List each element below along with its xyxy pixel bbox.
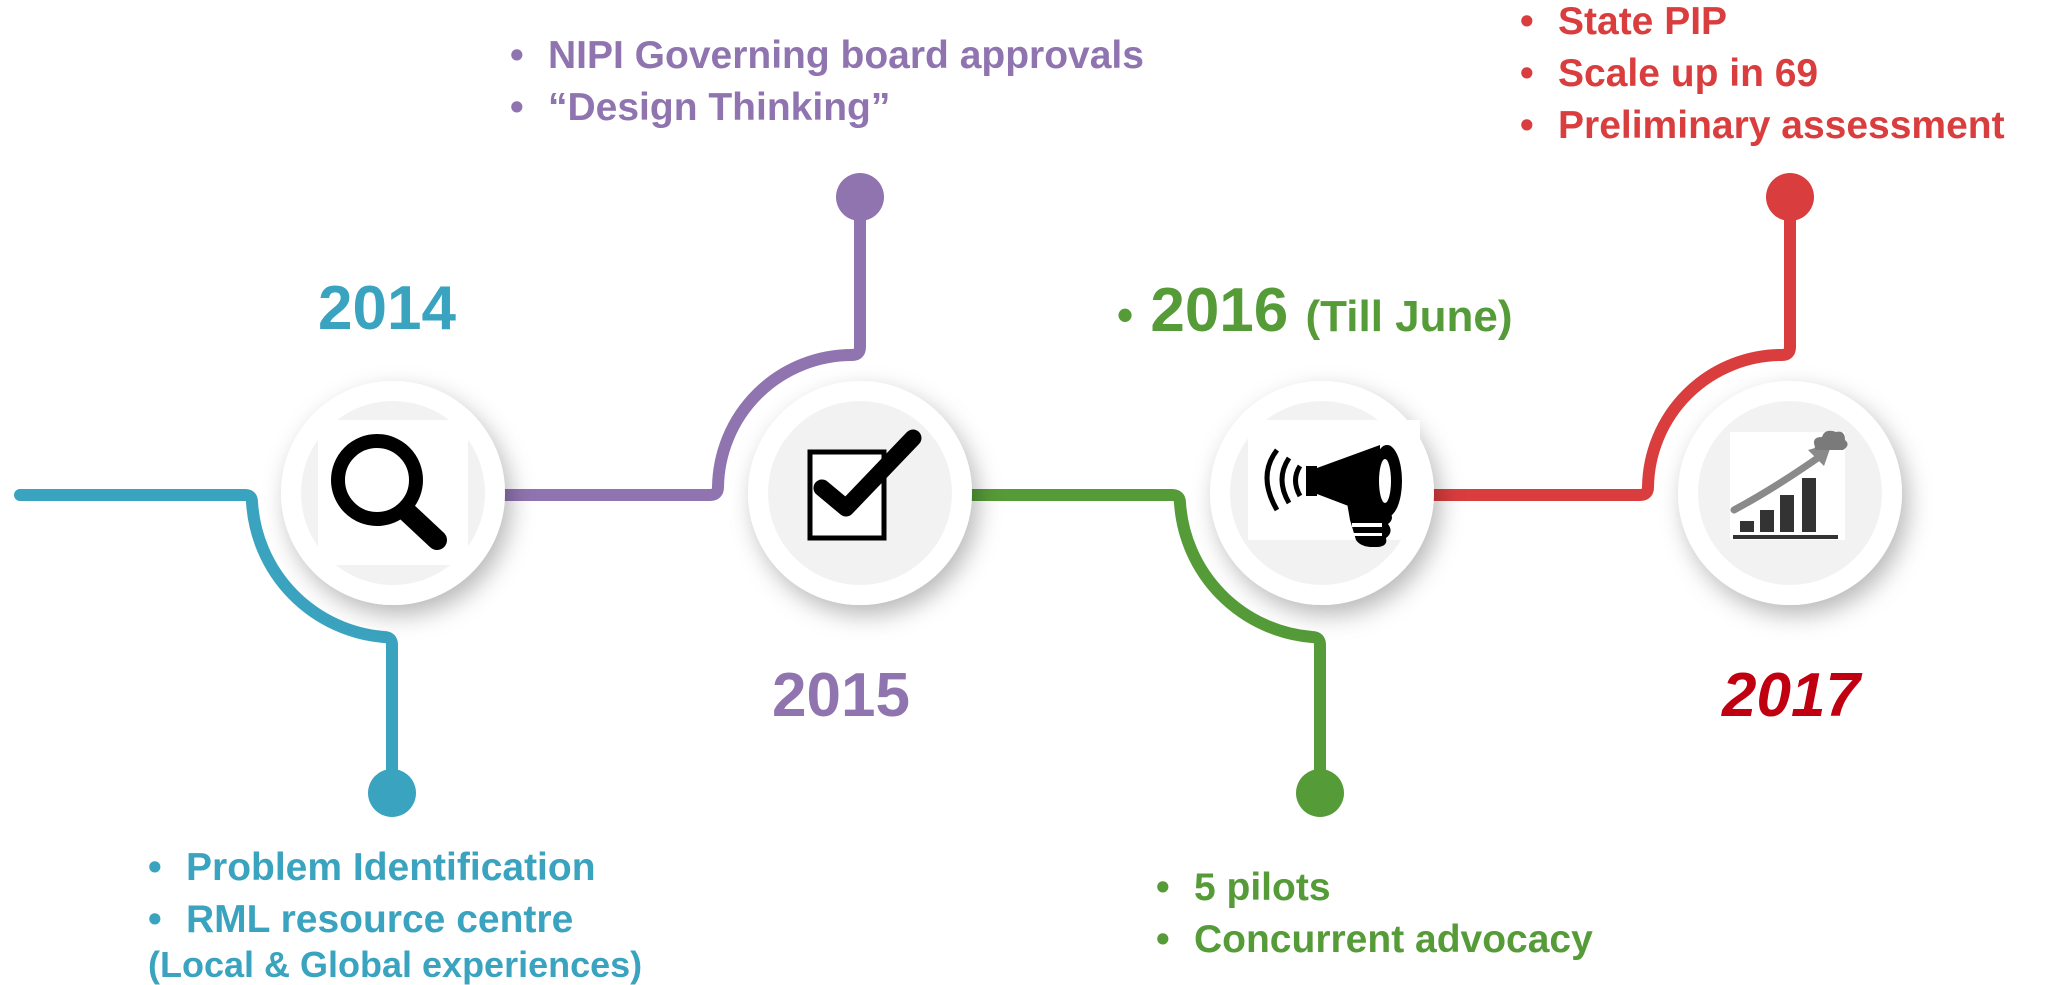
list-item: 5 pilots [1156,862,1593,914]
year-suffix-2016: (Till June) [1305,292,1513,341]
checkbox-check-icon [807,429,922,541]
milestone-2015-bullets: NIPI Governing board approvals “Design T… [510,30,1144,134]
growth-chart-icon [1730,430,1848,540]
list-item: Concurrent advocacy [1156,914,1593,966]
milestone-2014-note: (Local & Global experiences) [148,944,643,985]
year-value-2016: 2016 [1150,276,1289,345]
milestone-2016-bullets: 5 pilots Concurrent advocacy [1156,862,1593,966]
list-item: RML resource centre [148,894,596,946]
year-label-2017: 2017 [1722,661,1860,730]
node-dot-2017 [1766,173,1814,221]
year-label-2014: 2014 [318,274,456,343]
megaphone-icon [1248,420,1420,547]
year-label-2015: 2015 [772,661,910,730]
year-bullet-icon: • [1117,288,1134,341]
list-item: NIPI Governing board approvals [510,30,1144,82]
node-dot-2014 [368,769,416,817]
magnifier-icon [318,420,468,565]
milestone-2014-bullets: Problem Identification RML resource cent… [148,842,596,946]
list-item: Problem Identification [148,842,596,894]
connector-2016 [965,489,1326,790]
list-item: Scale up in 69 [1520,48,2005,100]
connector-2015 [500,200,866,501]
node-dot-2015 [836,173,884,221]
node-dot-2016 [1296,769,1344,817]
list-item: State PIP [1520,0,2005,48]
list-item: Preliminary assessment [1520,100,2005,152]
connector-2014 [14,489,398,794]
connector-2017 [1430,200,1796,501]
milestone-2017-bullets: State PIP Scale up in 69 Preliminary ass… [1520,0,2005,152]
list-item: “Design Thinking” [510,82,1144,134]
year-label-2016: • 2016 (Till June) [1117,280,1513,342]
